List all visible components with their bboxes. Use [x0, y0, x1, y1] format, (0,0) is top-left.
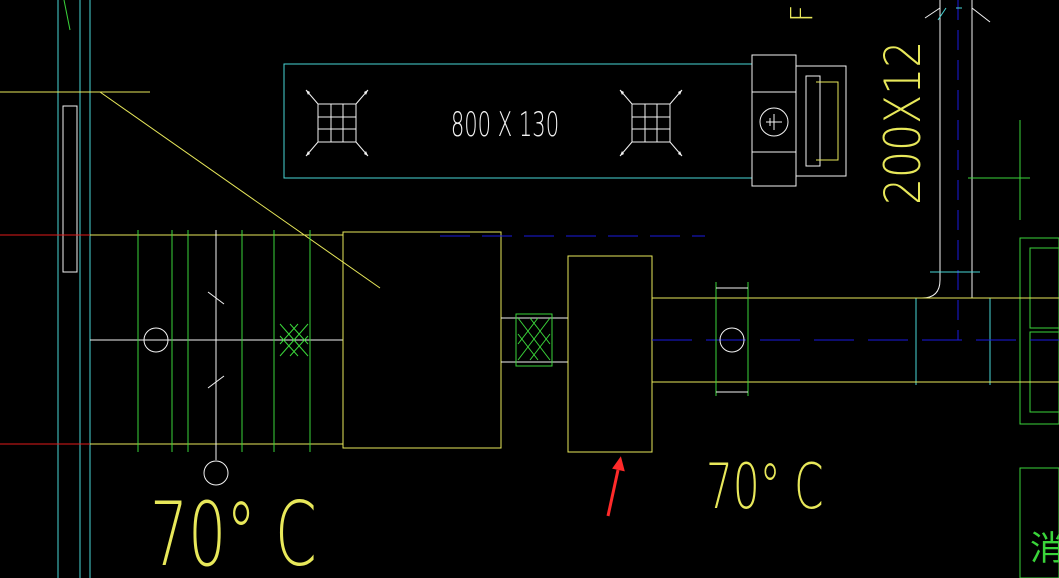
edge-label: 消: [1030, 529, 1059, 569]
flex-connector-2-icon: [517, 317, 551, 361]
main-duct-run[interactable]: [0, 230, 1059, 486]
damper-icon: [143, 327, 169, 353]
diffuser-grille-right-icon: [619, 89, 683, 157]
air-handling-unit: [342, 231, 502, 449]
temperature-label-large: 70° C: [150, 483, 317, 578]
fan-motor-icon: [759, 107, 789, 137]
valve-icon: [203, 460, 229, 486]
duct-size-label: 200X12: [874, 41, 932, 205]
red-arrow-marker: [606, 456, 625, 517]
fan-box: [567, 255, 653, 453]
diffuser-grille-left-icon: [305, 89, 369, 157]
vertical-duct[interactable]: [652, 0, 1059, 340]
left-wall-lines: [57, 0, 91, 578]
flex-connector-icon: [279, 323, 309, 357]
temperature-label-small: 70° C: [706, 451, 824, 524]
air-diffuser-box[interactable]: 800 X 130: [283, 63, 753, 179]
diffuser-size-label: 800 X 130: [451, 105, 559, 145]
corner-letter: F: [785, 5, 820, 22]
leader-line: [0, 91, 381, 289]
right-equipment: 消: [915, 237, 1059, 578]
damper-2-icon: [719, 327, 745, 353]
fan-unit[interactable]: [751, 54, 847, 187]
